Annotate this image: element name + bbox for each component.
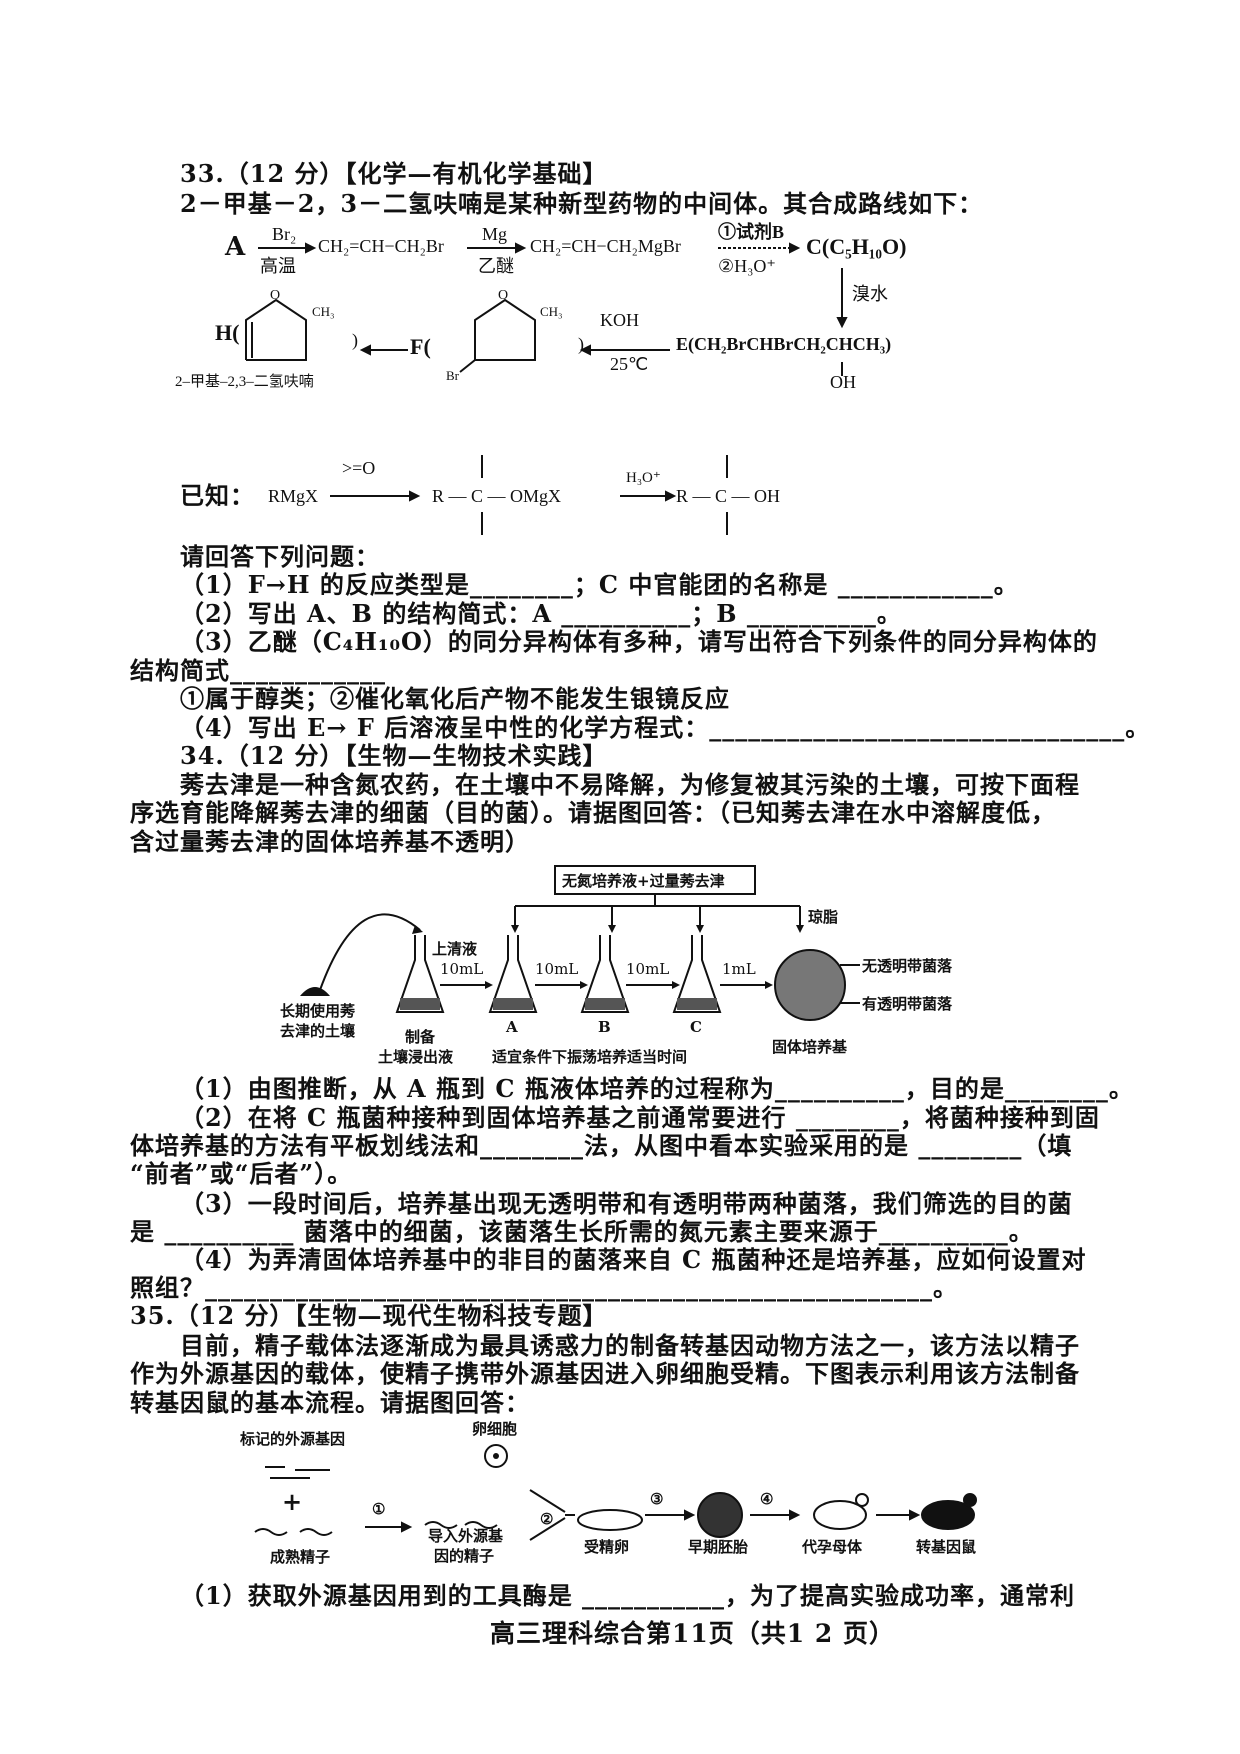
compound-e-oh: OH <box>830 372 856 392</box>
q33-prompt: 请回答下列问题： <box>180 542 380 571</box>
reagent-br2: Br₂ <box>272 224 297 244</box>
step2-h3o: ②H₃O⁺ <box>718 256 776 276</box>
f-bromo: Br <box>446 368 459 383</box>
known-rmgx: RMgX <box>268 486 319 506</box>
q34-intro-2: 序选育能降解莠去津的细菌（目的菌）。请据图回答：（已知莠去津在水中溶解度低， <box>130 798 1056 827</box>
q33-question-2: （2）写出 A、B 的结构简式：A __________；B _________… <box>180 599 902 628</box>
loaded-sperm-label-1: 导入外源基 <box>428 1527 504 1545</box>
prep-label-2: 土壤浸出液 <box>378 1048 454 1066</box>
known-product: R — C — OH <box>676 486 781 506</box>
soil-label-2: 去津的土壤 <box>280 1022 356 1040</box>
volume-10ml-3: 10mL <box>626 960 670 978</box>
foreign-gene-label: 标记的外源基因 <box>240 1430 346 1448</box>
condition-temp: 25℃ <box>610 354 649 374</box>
known-h3o: H₃O⁺ <box>626 470 661 486</box>
q34-question-1: （1）由图推断，从 A 瓶到 C 瓶液体培养的过程称为__________，目的… <box>180 1074 1134 1103</box>
compound-f: F( <box>410 334 431 359</box>
known-ketone: >=O <box>342 458 376 478</box>
q34-question-4-cont: 照组？_____________________________________… <box>130 1273 958 1302</box>
culture-label: 适宜条件下振荡培养适当时间 <box>492 1048 688 1066</box>
page-footer: 高三理科综合第11页（共1 2 页） <box>490 1619 895 1648</box>
h-oxygen: O <box>270 288 281 303</box>
known-arrows <box>330 455 728 535</box>
h-methyl: CH₃ <box>312 304 335 319</box>
allyl-bromide: CH₂=CH−CH₂Br <box>318 236 444 256</box>
h-close: ) <box>352 330 358 350</box>
compound-e: E(CH₂BrCHBrCH₂CHCH₃) <box>676 334 892 354</box>
volume-1ml: 1mL <box>722 960 756 978</box>
loaded-sperm-label-2: 因的精子 <box>434 1547 495 1565</box>
step-1-label: ① <box>372 1500 386 1518</box>
compound-a: A <box>225 232 246 262</box>
q34-diagram-shapes <box>300 865 860 1021</box>
egg-cell-label: 卵细胞 <box>472 1420 518 1438</box>
f-methyl: CH₃ <box>540 304 563 319</box>
q33-conditions: ①属于醇类；②催化氧化后产物不能发生银镜反应 <box>180 684 730 713</box>
q34-title: 34.（12 分）【生物—生物技术实践】 <box>180 741 608 770</box>
soil-label-1: 长期使用莠 <box>280 1002 356 1020</box>
q34-intro-1: 莠去津是一种含氮农药，在土壤中不易降解，为修复被其污染的土壤，可按下面程 <box>180 770 1080 799</box>
q34-intro-3: 含过量莠去津的固体培养基不透明） <box>130 827 530 856</box>
prep-label-1: 制备 <box>405 1028 436 1046</box>
flask-b-label: B <box>598 1018 611 1036</box>
condition-high-temp: 高温 <box>260 256 296 276</box>
q33-title: 33.（12 分）【化学—有机化学基础】 <box>180 159 608 188</box>
no-clear-zone-label: 无透明带菌落 <box>862 957 953 975</box>
plate-label: 固体培养基 <box>772 1038 848 1056</box>
q35-intro-2: 作为外源基因的载体，使精子携带外源基因进入卵细胞受精。下图表示利用该方法制备 <box>130 1359 1080 1388</box>
surrogate-mother-label: 代孕母体 <box>802 1538 863 1556</box>
h-name: 2–甲基–2,3–二氢呋喃 <box>175 374 314 390</box>
q34-question-2-cont2: “前者”或“后者”）。 <box>130 1159 353 1188</box>
known-intermediate: R — C — OMgX <box>432 486 562 506</box>
transgenic-mouse-label: 转基因鼠 <box>916 1538 977 1556</box>
mature-sperm-label: 成熟精子 <box>270 1548 331 1566</box>
f-oxygen: O <box>498 288 509 303</box>
q35-question-1: （1）获取外源基因用到的工具酶是 ___________，为了提高实验成功率，通… <box>180 1581 1076 1610</box>
step-4-label: ④ <box>760 1490 774 1508</box>
q34-question-4: （4）为弄清固体培养基中的非目的菌落来自 C 瓶菌种还是培养基，应如何设置对 <box>180 1245 1087 1274</box>
solvent-ether: 乙醚 <box>478 256 514 276</box>
q33-intro: 2－甲基－2，3－二氢呋喃是某种新型药物的中间体。其合成路线如下： <box>180 189 984 218</box>
early-embryo-label: 早期胚胎 <box>688 1538 749 1556</box>
agar-label: 琼脂 <box>808 908 839 926</box>
step1-reagent-b: ①试剂B <box>718 222 785 242</box>
scheme-arrows <box>245 242 848 376</box>
q33-question-3: （3）乙醚（C₄H₁₀O）的同分异构体有多种，请写出符合下列条件的同分异构体的 <box>180 627 1098 656</box>
reagent-mg: Mg <box>482 224 508 244</box>
q33-question-1: （1）F→H 的反应类型是________；C 中官能团的名称是 _______… <box>180 570 1019 599</box>
q34-question-3: （3）一段时间后，培养基出现无透明带和有透明带两种菌落，我们筛选的目的菌 <box>180 1189 1073 1218</box>
q35-title: 35.（12 分）【生物—现代生物科技专题】 <box>130 1301 608 1330</box>
supernatant-label: 上清液 <box>432 940 478 958</box>
q34-question-2-cont: 体培养基的方法有平板划线法和________法，从图中看本实验采用的是 ____… <box>130 1131 1073 1160</box>
reagent-bromine-water: 溴水 <box>852 284 888 304</box>
flask-a-label: A <box>506 1018 518 1036</box>
q35-diagram-shapes <box>254 1444 977 1541</box>
plus-sign: + <box>282 1487 304 1516</box>
q35-intro-3: 转基因鼠的基本流程。请据图回答： <box>130 1388 530 1417</box>
zygote-label: 受精卵 <box>584 1538 630 1556</box>
q35-intro-1: 目前，精子载体法逐渐成为最具诱惑力的制备转基因动物方法之一，该方法以精子 <box>180 1331 1080 1360</box>
q34-question-3-cont: 是 __________ 菌落中的细菌，该菌落生长所需的氮元素主要来源于____… <box>130 1217 1034 1246</box>
compound-h: H( <box>215 320 240 345</box>
q33-question-3-cont: 结构简式____________ <box>130 656 386 685</box>
reagent-koh: KOH <box>600 310 639 330</box>
clear-zone-label: 有透明带菌落 <box>862 995 953 1013</box>
flask-c-label: C <box>690 1018 702 1036</box>
q33-question-4: （4）写出 E→ F 后溶液呈中性的化学方程式：________________… <box>180 713 1151 742</box>
step-3-label: ③ <box>650 1490 664 1508</box>
step-2-label: ② <box>540 1510 554 1528</box>
volume-10ml-1: 10mL <box>440 960 484 978</box>
medium-box-label: 无氮培养液+过量莠去津 <box>562 872 725 890</box>
grignard-reagent: CH₂=CH−CH₂MgBr <box>530 236 681 256</box>
q34-question-2: （2）在将 C 瓶菌种接种到固体培养基之前通常要进行 ________，将菌种接… <box>180 1103 1100 1132</box>
f-close: ) <box>578 334 584 354</box>
known-label: 已知： <box>180 481 255 510</box>
volume-10ml-2: 10mL <box>535 960 579 978</box>
compound-c: C(C₅H₁₀O) <box>806 234 907 259</box>
